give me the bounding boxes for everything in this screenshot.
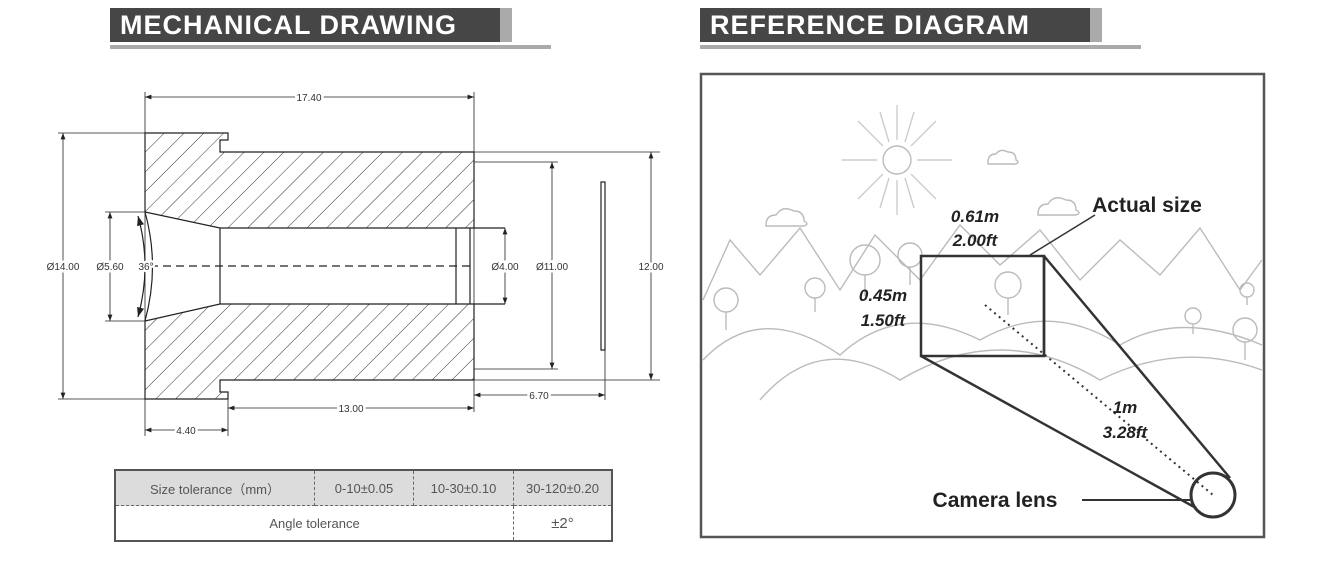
title-accent xyxy=(1090,8,1102,42)
dim-entry-diameter: Ø5.60 xyxy=(96,262,124,273)
reference-diagram: Actual size 0.61m 2.00ft 0.45m 1.50ft 1m… xyxy=(699,72,1266,539)
title-accent xyxy=(500,8,512,42)
landscape-sketch xyxy=(702,105,1263,401)
size-range-cell: 10-30±0.10 xyxy=(413,470,514,506)
sun-icon xyxy=(882,145,912,175)
actual-size-label: Actual size xyxy=(1092,194,1202,217)
mechanical-drawing-title: MECHANICAL DRAWING xyxy=(110,8,500,42)
height-meters: 0.45m xyxy=(859,286,907,305)
camera-lens-icon xyxy=(1189,471,1237,519)
title-underline xyxy=(700,45,1141,49)
height-feet: 1.50ft xyxy=(861,311,907,330)
tolerance-table: Size tolerance（mm） 0-10±0.05 10-30±0.10 … xyxy=(114,469,613,542)
width-feet: 2.00ft xyxy=(952,231,999,250)
dim-outer-diameter: Ø14.00 xyxy=(47,262,80,273)
dim-overall-length: 17.40 xyxy=(296,93,321,104)
title-underline xyxy=(110,45,551,49)
table-row: Angle tolerance ±2° xyxy=(115,505,613,541)
distance-meters: 1m xyxy=(1113,398,1138,417)
hills xyxy=(702,320,1263,361)
mountains xyxy=(702,223,1263,301)
size-tolerance-label: Size tolerance（mm） xyxy=(115,470,315,506)
dim-cone-angle: 36° xyxy=(138,262,153,273)
dimension-labels: 17.40 13.00 4.40 6.70 Ø14.00 Ø5.60 36° Ø… xyxy=(44,91,666,440)
dim-thread-diameter: Ø11.00 xyxy=(536,262,568,273)
angle-tolerance-value: ±2° xyxy=(513,505,613,541)
reference-diagram-title: REFERENCE DIAGRAM xyxy=(700,8,1090,42)
dim-body-length: 13.00 xyxy=(338,404,363,415)
dim-flange-length: 4.40 xyxy=(176,426,196,437)
dim-plate-offset: 6.70 xyxy=(529,391,549,402)
mechanical-drawing xyxy=(58,92,660,436)
size-range-cell: 0-10±0.05 xyxy=(314,470,414,506)
cloud-icon xyxy=(1037,197,1080,216)
angle-tolerance-label: Angle tolerance xyxy=(115,505,514,541)
cloud-icon xyxy=(765,208,808,227)
lower-section-hatched xyxy=(144,303,475,400)
size-range-cell: 30-120±0.20 xyxy=(513,470,613,506)
distance-feet: 3.28ft xyxy=(1103,423,1149,442)
width-meters: 0.61m xyxy=(951,207,999,226)
camera-lens-label: Camera lens xyxy=(933,489,1058,512)
table-row: Size tolerance（mm） 0-10±0.05 10-30±0.10 … xyxy=(115,470,613,506)
upper-section-hatched xyxy=(144,132,475,229)
cloud-icon xyxy=(987,149,1019,165)
dim-outer-height: 12.00 xyxy=(638,262,663,273)
dim-bore-diameter: Ø4.00 xyxy=(491,262,519,273)
protective-plate xyxy=(600,181,606,351)
